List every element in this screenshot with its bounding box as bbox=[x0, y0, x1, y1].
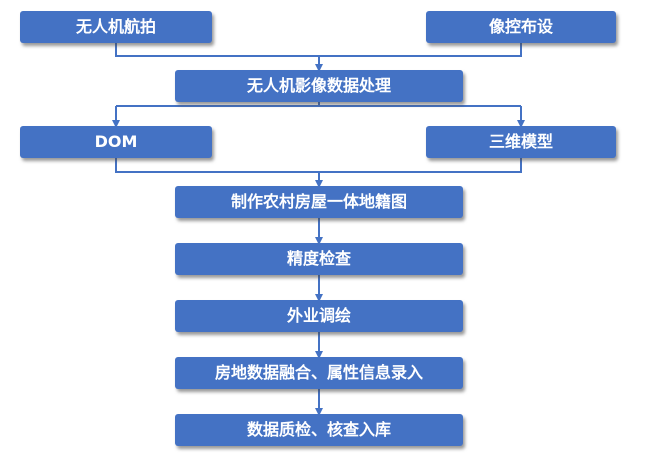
connector-3d-model-merge bbox=[319, 158, 522, 173]
node-quality-check: 数据质检、核查入库 bbox=[175, 414, 463, 446]
node-dom: DOM bbox=[20, 126, 212, 158]
node-accuracy-check: 精度检查 bbox=[175, 243, 463, 275]
node-3d-model: 三维模型 bbox=[426, 126, 616, 158]
node-uav-photography: 无人机航拍 bbox=[20, 11, 212, 43]
node-data-fusion: 房地数据融合、属性信息录入 bbox=[175, 357, 463, 389]
connector-dom-merge bbox=[115, 158, 319, 173]
node-integrated-cadastral-map: 制作农村房屋一体地籍图 bbox=[175, 186, 463, 218]
node-ground-control-points: 像控布设 bbox=[426, 11, 616, 43]
node-uav-image-processing: 无人机影像数据处理 bbox=[175, 70, 463, 102]
connector-uav-to-processing bbox=[115, 43, 319, 57]
node-field-survey: 外业调绘 bbox=[175, 300, 463, 332]
connector-gcp-to-processing bbox=[319, 43, 522, 57]
